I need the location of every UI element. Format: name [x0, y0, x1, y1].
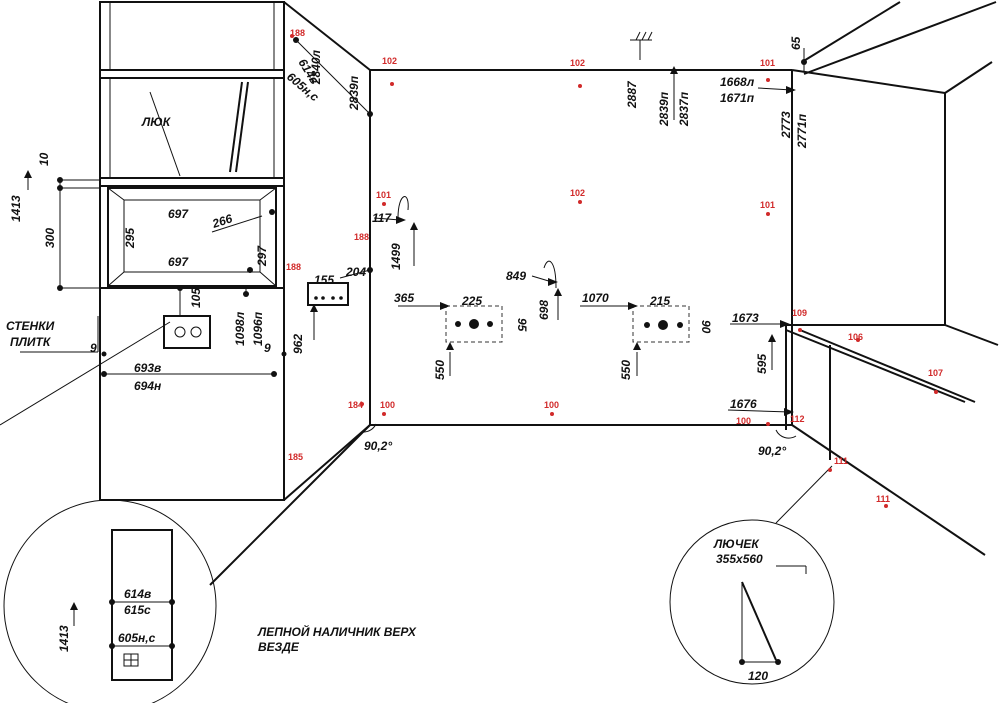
marker-100-c: 100 — [736, 416, 751, 426]
dim-2773: 2773 — [779, 111, 793, 139]
dim-1098l: 1098л — [233, 311, 247, 346]
dim-225: 225 — [461, 294, 482, 308]
dim-694n: 694н — [134, 379, 162, 393]
dim-697-top: 697 — [168, 207, 189, 221]
marker-101-b: 101 — [376, 190, 391, 200]
dim-2771p: 2771п — [795, 113, 809, 149]
left-column — [99, 1, 285, 501]
tile-walls-label-2: ПЛИТК — [10, 335, 52, 349]
dim-365: 365 — [394, 291, 414, 305]
outlet-left — [445, 305, 503, 343]
marker-184: 184 — [348, 400, 363, 410]
marker-107: 107 — [928, 368, 943, 378]
marker-101-c: 101 — [760, 200, 775, 210]
wire-hook-left — [397, 196, 409, 219]
marker-102-a: 102 — [382, 56, 397, 66]
dim-1668l: 1668л — [720, 75, 755, 89]
room-walls — [209, 1, 999, 586]
dim-105: 105 — [189, 288, 203, 308]
molding-label-2: ВЕЗДЕ — [258, 640, 300, 654]
dim-300: 300 — [43, 228, 57, 248]
dim-1671p: 1671п — [720, 91, 755, 105]
column-socket — [163, 315, 211, 349]
detail-circle-right — [669, 465, 835, 685]
dim-117: 117 — [372, 211, 392, 225]
dim-1673: 1673 — [732, 311, 759, 325]
marker-185: 185 — [288, 452, 303, 462]
detail-circle-left — [3, 499, 217, 703]
dim-605nc-detail: 605н,с — [118, 631, 156, 645]
dim-1413-detail: 1413 — [57, 625, 71, 652]
dim-1676: 1676 — [730, 397, 757, 411]
small-hatch-label: ЛЮЧЕК — [713, 537, 760, 551]
dim-2840l: 2840л — [309, 49, 323, 85]
dim-615c-detail: 615с — [124, 603, 151, 617]
dim-120: 120 — [748, 669, 768, 683]
dimension-lines — [0, 37, 807, 439]
ceiling-anchor-icon — [630, 31, 653, 60]
left-wall-switch — [307, 282, 349, 306]
dim-1096p: 1096п — [251, 311, 265, 346]
dim-9-right: 9 — [264, 341, 271, 355]
dim-90: 90 — [699, 320, 713, 334]
marker-188-top: 188 — [290, 28, 305, 38]
hatch-label: ЛЮК — [141, 115, 172, 129]
marker-100-b: 100 — [544, 400, 559, 410]
dim-10: 10 — [37, 152, 51, 166]
dim-595: 595 — [755, 354, 769, 374]
dim-697-bot: 697 — [168, 255, 189, 269]
dim-2839p-left: 2839п — [347, 75, 361, 111]
angle-right: 90,2° — [758, 444, 786, 458]
marker-101-a: 101 — [760, 58, 775, 68]
dim-95: 95 — [515, 318, 529, 332]
dim-849: 849 — [506, 269, 526, 283]
dim-2887: 2887 — [625, 80, 639, 109]
dim-215: 215 — [649, 294, 670, 308]
dim-1070: 1070 — [582, 291, 609, 305]
dim-204: 204 — [345, 265, 366, 279]
outlet-right — [632, 305, 690, 343]
dim-962: 962 — [291, 334, 305, 354]
marker-102-c: 102 — [570, 188, 585, 198]
dim-550-left: 550 — [433, 360, 447, 380]
dim-266: 266 — [210, 211, 235, 231]
angle-left: 90,2° — [364, 439, 392, 453]
marker-112: 112 — [790, 414, 805, 424]
marker-109: 109 — [792, 308, 807, 318]
dim-297: 297 — [255, 245, 269, 267]
dim-2839p-mid: 2839п — [657, 91, 671, 127]
dim-155: 155 — [314, 273, 334, 287]
dim-693v: 693в — [134, 361, 161, 375]
marker-102-b: 102 — [570, 58, 585, 68]
marker-188-mid: 188 — [354, 232, 369, 242]
marker-106: 106 — [848, 332, 863, 342]
tile-walls-label-1: СТЕНКИ — [6, 319, 55, 333]
marker-188-low: 188 — [286, 262, 301, 272]
marker-100-a: 100 — [380, 400, 395, 410]
dim-1413-top: 1413 — [9, 195, 23, 222]
marker-111-b: 111 — [876, 494, 890, 504]
molding-label-1: ЛЕПНОЙ НАЛИЧНИК ВЕРХ — [257, 623, 417, 639]
dim-1499: 1499 — [389, 243, 403, 270]
small-hatch-size: 355х560 — [716, 552, 763, 566]
dim-698: 698 — [537, 300, 551, 320]
dim-2837p: 2837п — [677, 91, 691, 127]
dim-295: 295 — [123, 228, 137, 249]
dim-614v-detail: 614в — [124, 587, 151, 601]
dim-9-left: 9 — [90, 341, 97, 355]
dim-65: 65 — [789, 36, 803, 50]
niche-frame — [107, 187, 277, 287]
marker-111-a: 111 — [834, 456, 848, 466]
red-dots — [290, 34, 938, 508]
dim-550-right: 550 — [619, 360, 633, 380]
